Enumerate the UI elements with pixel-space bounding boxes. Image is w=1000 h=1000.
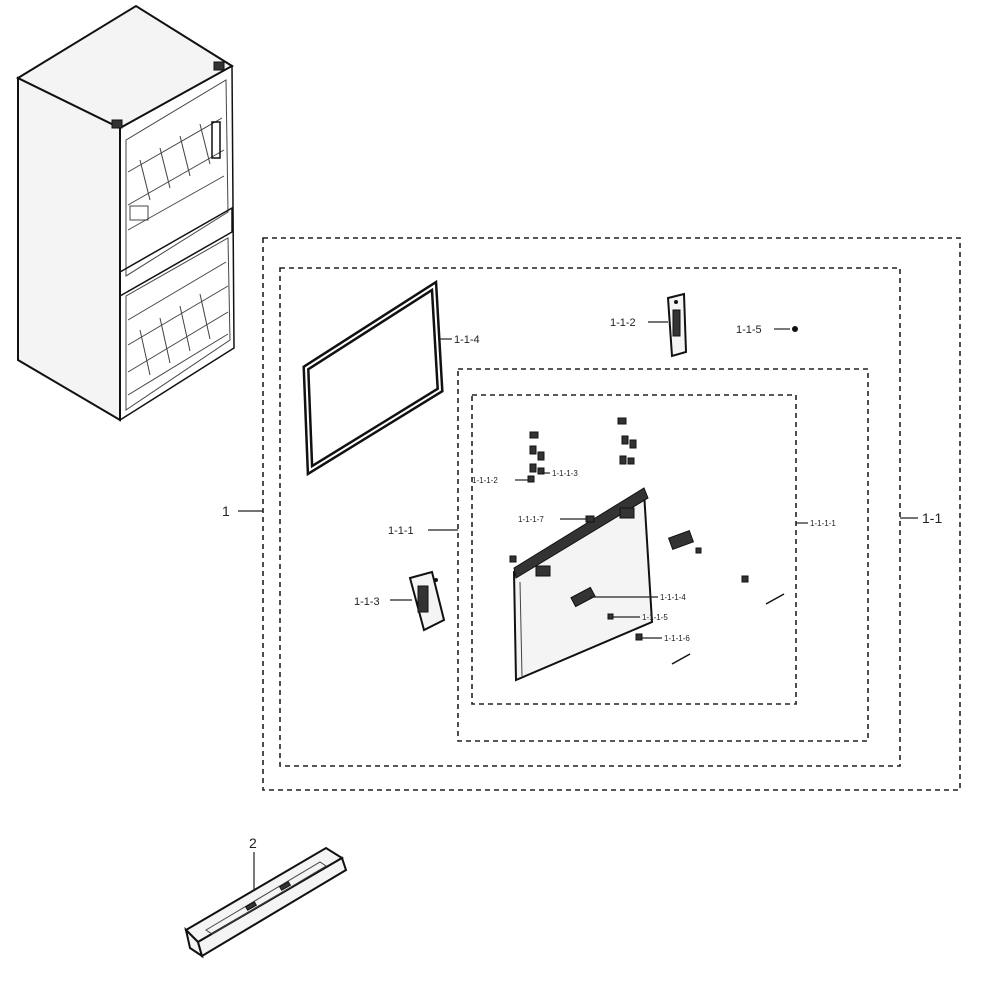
- upper-hinge[interactable]: [666, 292, 688, 358]
- label-1: 1: [222, 503, 230, 519]
- label-2: 2: [249, 835, 257, 851]
- label-1-1: 1-1: [922, 510, 942, 526]
- assembly-1-boundary: [262, 237, 961, 791]
- label-1-1-1-7: 1-1-1-7: [518, 515, 544, 524]
- label-1-1-1-5: 1-1-1-5: [642, 613, 668, 622]
- part-1-1-1-boundary: [457, 368, 869, 742]
- label-1-1-1-4: 1-1-1-4: [660, 593, 686, 602]
- refrigerator-cabinet[interactable]: [15, 4, 235, 422]
- label-1-1-1-6: 1-1-1-6: [664, 634, 690, 643]
- label-1-1-1-1: 1-1-1-1: [810, 519, 836, 528]
- door-bin[interactable]: [184, 846, 348, 959]
- door-outer-panel[interactable]: [512, 487, 654, 682]
- door-gasket[interactable]: [302, 279, 444, 477]
- label-1-1-1: 1-1-1: [388, 525, 414, 537]
- door-fasteners[interactable]: [509, 417, 785, 665]
- label-1-1-3: 1-1-3: [354, 596, 380, 608]
- label-1-1-5: 1-1-5: [736, 324, 762, 336]
- part-1-1-1-1-boundary: [471, 394, 797, 705]
- label-1-1-1-2: 1-1-1-2: [472, 476, 498, 485]
- assembly-1-1-boundary: [279, 267, 901, 767]
- label-1-1-4: 1-1-4: [454, 334, 480, 346]
- label-1-1-2: 1-1-2: [610, 317, 636, 329]
- label-1-1-1-3: 1-1-1-3: [552, 469, 578, 478]
- screw-part[interactable]: [792, 326, 798, 332]
- lower-hinge[interactable]: [408, 570, 446, 632]
